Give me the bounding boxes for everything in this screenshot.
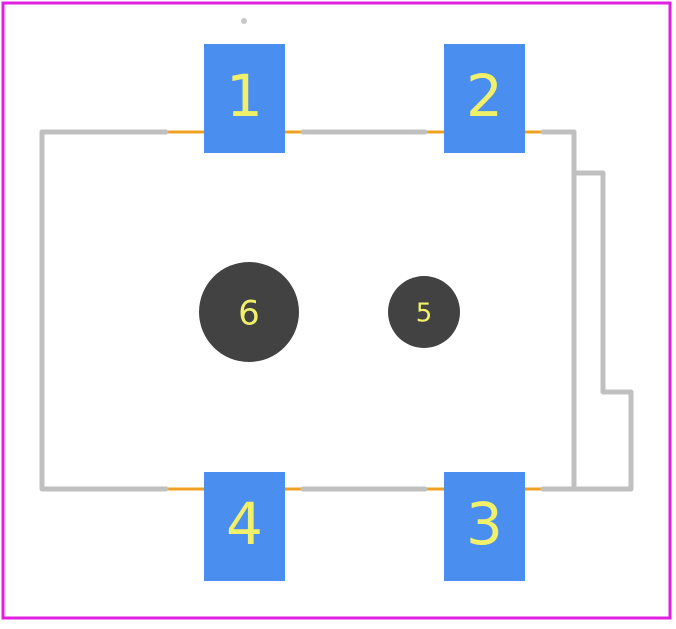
silkscreen-right — [540, 129, 577, 492]
pad-3-label: 3 — [466, 490, 503, 558]
hole-5-circle[interactable] — [388, 276, 460, 348]
hole-5[interactable]: 5 — [388, 276, 460, 348]
pad-2-label: 2 — [466, 62, 503, 130]
pad-3-copper[interactable] — [444, 472, 525, 581]
pad-1[interactable]: 1 — [204, 44, 285, 153]
hole-5-label: 5 — [416, 299, 433, 329]
hole-6-circle[interactable] — [199, 262, 299, 362]
pad-3[interactable]: 3 — [444, 472, 525, 581]
silkscreen-left — [39, 129, 169, 492]
pad-1-copper[interactable] — [204, 44, 285, 153]
fab-outline — [166, 130, 543, 491]
hole-6-label: 6 — [238, 294, 260, 334]
origin-marker — [241, 18, 247, 24]
courtyard-outline — [1, 1, 672, 620]
silkscreen-tab — [571, 170, 634, 492]
pad-2[interactable]: 2 — [444, 44, 525, 153]
pad-2-copper[interactable] — [444, 44, 525, 153]
pad-4-label: 4 — [226, 490, 263, 558]
silkscreen-outline — [39, 129, 634, 492]
pad-1-label: 1 — [226, 62, 263, 130]
pad-4[interactable]: 4 — [204, 472, 285, 581]
pad-4-copper[interactable] — [204, 472, 285, 581]
hole-6[interactable]: 6 — [199, 262, 299, 362]
